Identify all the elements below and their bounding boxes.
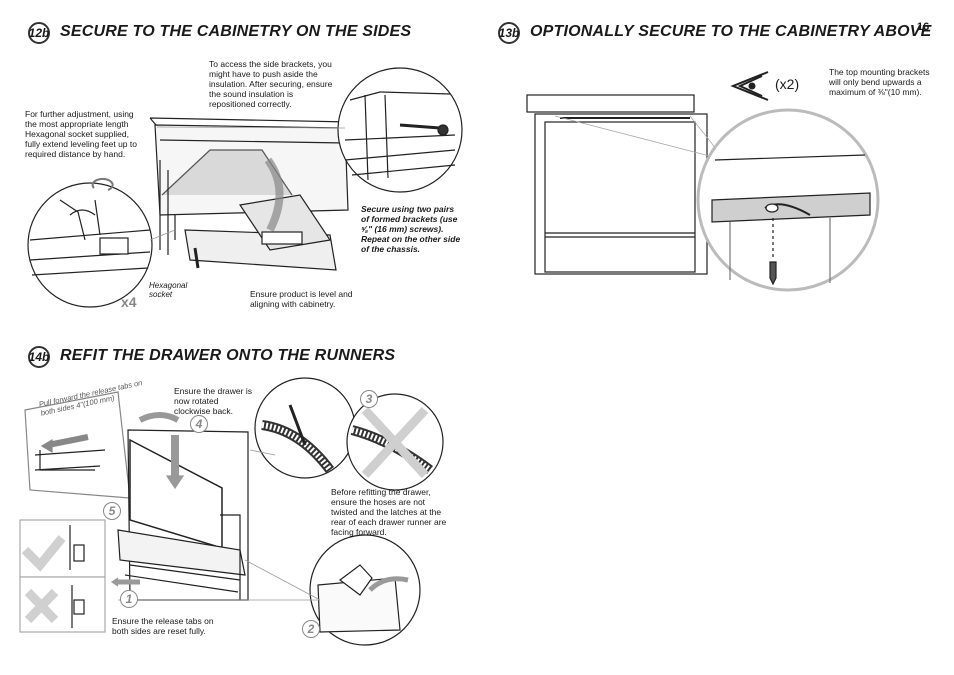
note-drawer-rotated: Ensure the drawer is now rotated clockwi… [174, 386, 252, 416]
callout-step-2: 2 [302, 620, 320, 638]
label-hexagonal-socket: Hexagonal socket [149, 281, 188, 299]
drawer-drawing [110, 412, 249, 601]
inset-release-tabs [24, 391, 131, 499]
zoom-circle-brackets [156, 67, 463, 193]
step-badge-13b: 13b [498, 22, 520, 44]
product-chassis-drawing [149, 117, 351, 271]
section-title-12b: SECURE TO THE CABINETRY ON THE SIDES [60, 23, 412, 40]
note-hoses-latches: Before refitting the drawer, ensure the … [331, 487, 447, 537]
callout-step-5: 5 [103, 502, 121, 520]
bracket-icon-drawing [730, 71, 769, 101]
zoom-circle-hose-correct [254, 377, 356, 479]
page-number: 16 [917, 21, 930, 33]
step-badge-14b: 14b [28, 346, 50, 368]
note-release-tabs-reset: Ensure the release tabs on both sides ar… [112, 616, 214, 636]
note-further-adjustment: For further adjustment, using the most a… [25, 109, 137, 159]
note-bracket-bend: The top mounting brackets will only bend… [829, 67, 930, 97]
label-quantity-x2: (x2) [775, 76, 800, 92]
callout-step-3: 3 [360, 390, 378, 408]
cabinetry-frame-drawing [526, 94, 726, 275]
label-quantity-x4: x4 [121, 294, 137, 310]
callout-step-1: 1 [120, 590, 138, 608]
note-access-brackets: To access the side brackets, you might h… [209, 59, 333, 109]
section-title-14b: REFIT THE DRAWER ONTO THE RUNNERS [60, 347, 396, 364]
step-badge-12b: 12b [28, 22, 50, 44]
zoom-circle-latch [309, 534, 421, 646]
zoom-circle-leveling-feet [27, 177, 176, 308]
callout-step-4: 4 [190, 415, 208, 433]
section-title-13b: OPTIONALLY SECURE TO THE CABINETRY ABOVE [530, 23, 932, 40]
zoom-circle-top-bracket [696, 108, 880, 292]
zoom-circle-hose-incorrect [346, 393, 444, 491]
inset-correct-incorrect [19, 519, 106, 633]
note-secure-brackets: Secure using two pairs of formed bracket… [361, 204, 461, 254]
note-ensure-level: Ensure product is level and aligning wit… [250, 289, 353, 309]
